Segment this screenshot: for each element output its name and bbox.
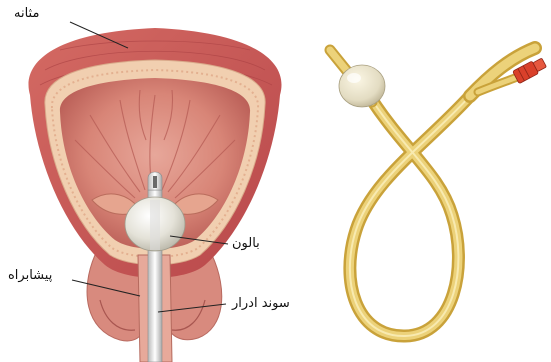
- catheter-balloon: [339, 65, 385, 107]
- label-balloon: بالون: [232, 236, 260, 251]
- catheter-tip-eye: [153, 176, 157, 188]
- bladder-cross-section-icon: [29, 22, 282, 362]
- tube-through-balloon: [150, 200, 160, 250]
- label-urethra: پیشابراه: [8, 268, 52, 283]
- label-catheter: سوند ادرار: [232, 296, 290, 311]
- foley-catheter-icon: [330, 48, 547, 336]
- catheter-balloon-shine: [347, 73, 361, 83]
- label-bladder: مثانه: [14, 6, 39, 21]
